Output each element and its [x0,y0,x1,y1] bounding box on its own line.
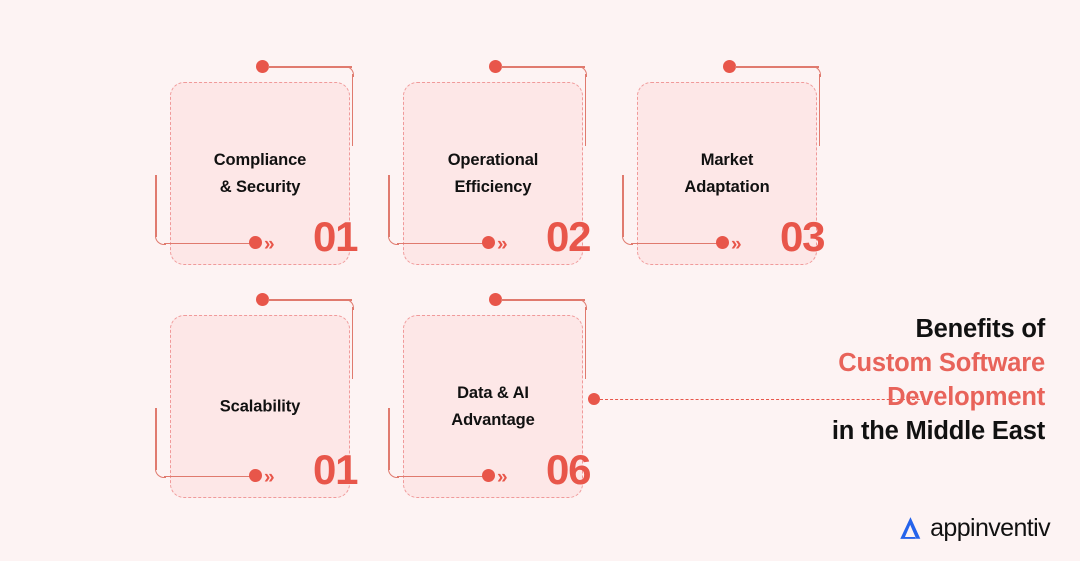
brand-logo-text: appinventiv [930,513,1050,542]
benefit-card-3[interactable]: Market Adaptation [637,82,817,265]
connector-dot-card-2-top [489,60,502,73]
connector-line-card-3-bottom [631,242,723,244]
connector-dot-card-3-bottom [716,236,729,249]
connector-line-card-4-left [155,408,157,470]
page-title-line1: Benefits of [915,315,1045,343]
benefit-card-3-label-line1: Market [700,150,754,169]
connector-line-card-3-right [818,74,820,146]
connector-corner-card-5-top [576,299,587,310]
connector-line-card-5-top [501,299,585,301]
benefit-card-1-number: 01 [313,213,359,260]
connector-line-card-5-bottom [397,475,489,477]
connector-dot-card-5-bottom [482,469,495,482]
benefit-card-1[interactable]: Compliance & Security [170,82,350,265]
connector-line-card-5-left [388,408,390,470]
page-title: Benefits of Custom Software Development … [625,312,1045,449]
benefit-card-1-label-line1: Compliance [213,150,307,169]
connector-corner-card-1-top [343,66,354,77]
connector-dot-card-1-top [256,60,269,73]
benefit-card-5[interactable]: Data & AI Advantage [403,315,583,498]
connector-line-card-2-top [501,66,585,68]
chevron-double-icon-card-4: » [264,467,274,488]
connector-line-card-5-right [584,307,586,379]
connector-dot-card-4-bottom [249,469,262,482]
benefit-card-4-number: 01 [313,446,359,493]
connector-corner-card-4-top [343,299,354,310]
connector-line-card-4-top [268,299,352,301]
benefit-card-1-label: Compliance & Security [171,146,349,200]
connector-corner-card-2-bottom [388,234,399,245]
benefit-card-2-label-line2: Efficiency [454,177,532,196]
connector-line-card-2-bottom [397,242,489,244]
connector-dot-card-5-top [489,293,502,306]
benefit-card-1-label-line2: & Security [219,177,301,196]
connector-line-card-1-top [268,66,352,68]
benefit-card-4-label-line1: Scalability [219,396,301,415]
brand-logo: appinventiv [895,513,1051,543]
connector-line-card-1-right [351,74,353,146]
connector-line-card-1-left [155,175,157,237]
headline-connector-dashed-line [600,399,930,400]
connector-corner-card-3-bottom [622,234,633,245]
benefit-card-5-label-line2: Advantage [451,410,535,429]
connector-line-card-1-bottom [164,242,256,244]
chevron-double-icon-card-2: » [497,234,507,255]
connector-line-card-2-right [584,74,586,146]
connector-line-card-3-top [735,66,819,68]
benefit-card-2[interactable]: Operational Efficiency [403,82,583,265]
benefit-card-2-label: Operational Efficiency [404,146,582,200]
connector-dot-card-1-bottom [249,236,262,249]
connector-corner-card-2-top [576,66,587,77]
chevron-double-icon-card-3: » [731,234,741,255]
benefit-card-2-number: 02 [546,213,592,260]
connector-corner-card-1-bottom [155,234,166,245]
connector-dot-card-3-top [723,60,736,73]
connector-line-card-2-left [388,175,390,237]
headline-connector-dot [588,393,600,405]
benefit-card-3-label: Market Adaptation [638,146,816,200]
connector-line-card-4-right [351,307,353,379]
connector-corner-card-4-bottom [155,467,166,478]
page-title-line3: Development [887,383,1045,412]
connector-line-card-3-left [622,175,624,237]
benefit-card-4-label: Scalability [171,393,349,420]
chevron-double-icon-card-5: » [497,467,507,488]
benefit-card-3-number: 03 [780,213,826,260]
chevron-double-icon-card-1: » [264,234,274,255]
connector-dot-card-4-top [256,293,269,306]
connector-dot-card-2-bottom [482,236,495,249]
connector-line-card-4-bottom [164,475,256,477]
appinventiv-a-mark-icon [900,517,921,539]
benefit-card-2-label-line1: Operational [447,150,539,169]
benefit-card-4[interactable]: Scalability [170,315,350,498]
benefit-card-3-label-line2: Adaptation [684,177,770,196]
benefit-card-5-label: Data & AI Advantage [404,379,582,433]
connector-corner-card-3-top [810,66,821,77]
page-title-line4: in the Middle East [831,417,1045,446]
benefit-card-5-number: 06 [546,446,592,493]
page-title-line2: Custom Software [838,349,1045,378]
benefit-card-5-label-line1: Data & AI [457,383,529,402]
connector-corner-card-5-bottom [388,467,399,478]
